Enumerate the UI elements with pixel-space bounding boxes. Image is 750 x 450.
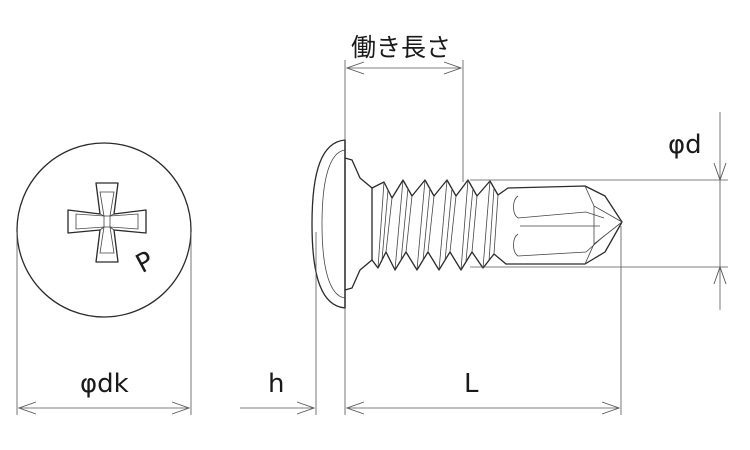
screw-flange bbox=[344, 157, 373, 291]
head-circle bbox=[16, 142, 192, 318]
l-arrow-left bbox=[345, 401, 365, 415]
screw-head-inner bbox=[321, 149, 346, 299]
working-length-arrow-right bbox=[443, 61, 463, 75]
length-label: L bbox=[464, 369, 479, 399]
working-length-label: 働き長さ bbox=[351, 33, 451, 62]
working-length-arrow-left bbox=[345, 61, 365, 75]
dk-arrow-right bbox=[171, 401, 191, 415]
drill-point-lines bbox=[520, 185, 623, 265]
thread-diameter-label: φd bbox=[668, 130, 702, 160]
drill-flute-upper bbox=[513, 195, 605, 219]
thread-flank-shade bbox=[381, 187, 495, 262]
screw-side-view bbox=[311, 139, 623, 309]
thread-upper-crest bbox=[371, 179, 509, 199]
d-arrow-bottom bbox=[713, 265, 727, 285]
drill-flute-lower bbox=[513, 233, 605, 257]
screw-head-profile bbox=[311, 139, 346, 309]
thread-flanks bbox=[377, 179, 499, 271]
d-arrow-top bbox=[713, 162, 727, 182]
thread-lower-crest bbox=[371, 251, 507, 271]
l-arrow-right bbox=[601, 401, 621, 415]
phillips-recess-center bbox=[99, 213, 115, 231]
head-height-label: h bbox=[268, 369, 284, 399]
phillips-recess-outer bbox=[67, 182, 147, 263]
phillips-recess-inner bbox=[75, 191, 139, 254]
head-top-view: P bbox=[16, 142, 192, 318]
h-arrow bbox=[296, 401, 316, 415]
dk-arrow-left bbox=[17, 401, 37, 415]
drill-point-body bbox=[505, 185, 623, 265]
head-diameter-label: φdk bbox=[80, 369, 129, 399]
head-mark-p: P bbox=[131, 246, 159, 280]
